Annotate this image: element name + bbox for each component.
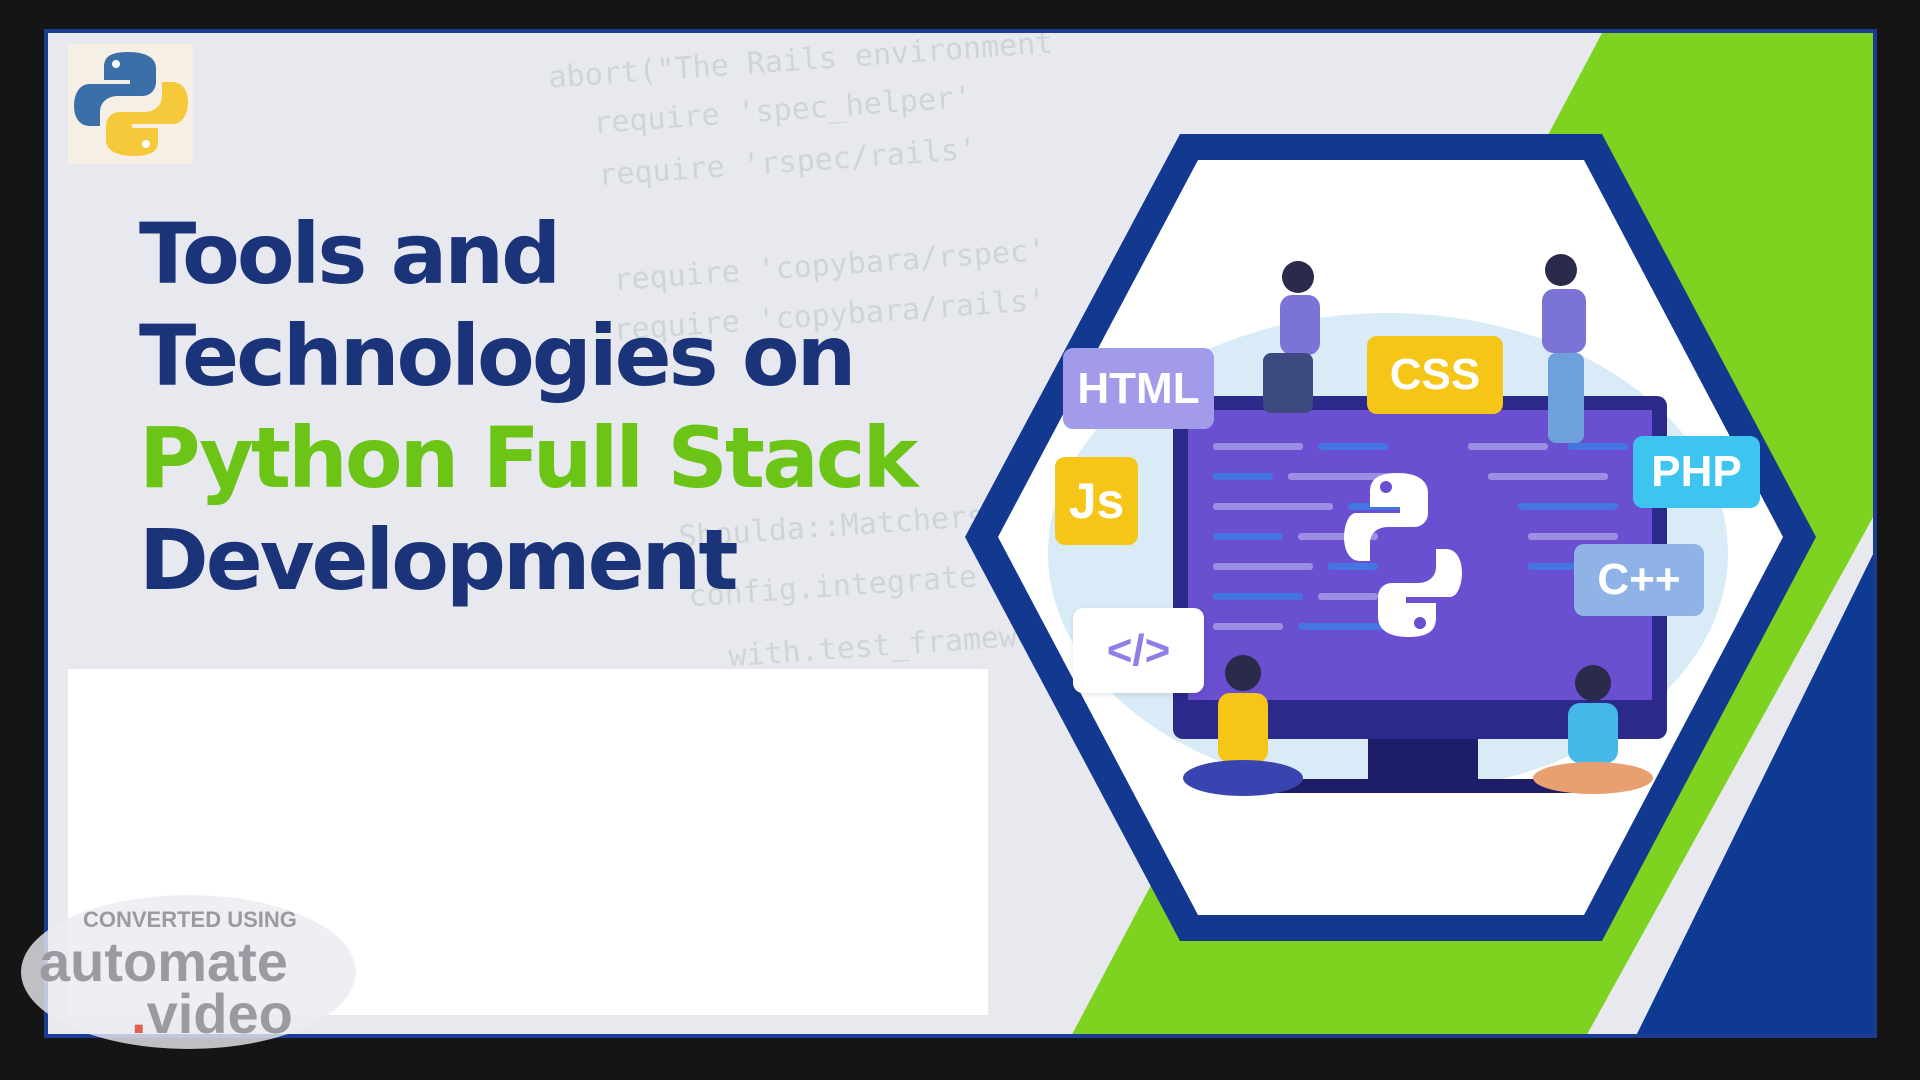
python-white-icon <box>1344 473 1462 637</box>
watermark-brand: automate <box>39 930 288 993</box>
css-badge: CSS <box>1367 336 1503 414</box>
slide-title: Tools and Technologies on Python Full St… <box>139 203 918 611</box>
python-logo-icon <box>74 52 188 156</box>
watermark-dot: . <box>131 982 147 1045</box>
code-tag-badge: </> <box>1073 608 1204 693</box>
blue-triangle <box>1636 554 1873 1034</box>
monitor-stand <box>1368 739 1478 779</box>
python-logo <box>68 44 193 164</box>
title-highlight: Python Full Stack <box>139 409 918 507</box>
watermark-brand-suffix: .video <box>131 981 293 1046</box>
slide: abort("The Rails environment require 'sp… <box>44 29 1877 1038</box>
developer-figures <box>1183 254 1653 796</box>
title-line: Tools and <box>139 205 561 303</box>
white-stripe <box>1587 517 1873 1034</box>
title-line: Development <box>139 511 739 609</box>
html-badge: HTML <box>1063 348 1214 429</box>
title-line: Technologies on <box>139 307 856 405</box>
php-badge: PHP <box>1633 436 1760 508</box>
cpp-badge: C++ <box>1574 544 1704 616</box>
code-lines <box>1213 443 1628 630</box>
watermark-caption: CONVERTED USING <box>83 907 297 932</box>
monitor-base <box>1238 779 1608 793</box>
decorative-shapes <box>965 33 1873 1034</box>
js-badge: Js <box>1055 457 1138 545</box>
watermark: CONVERTED USING automate .video <box>21 895 356 1049</box>
watermark-video: video <box>146 982 293 1045</box>
